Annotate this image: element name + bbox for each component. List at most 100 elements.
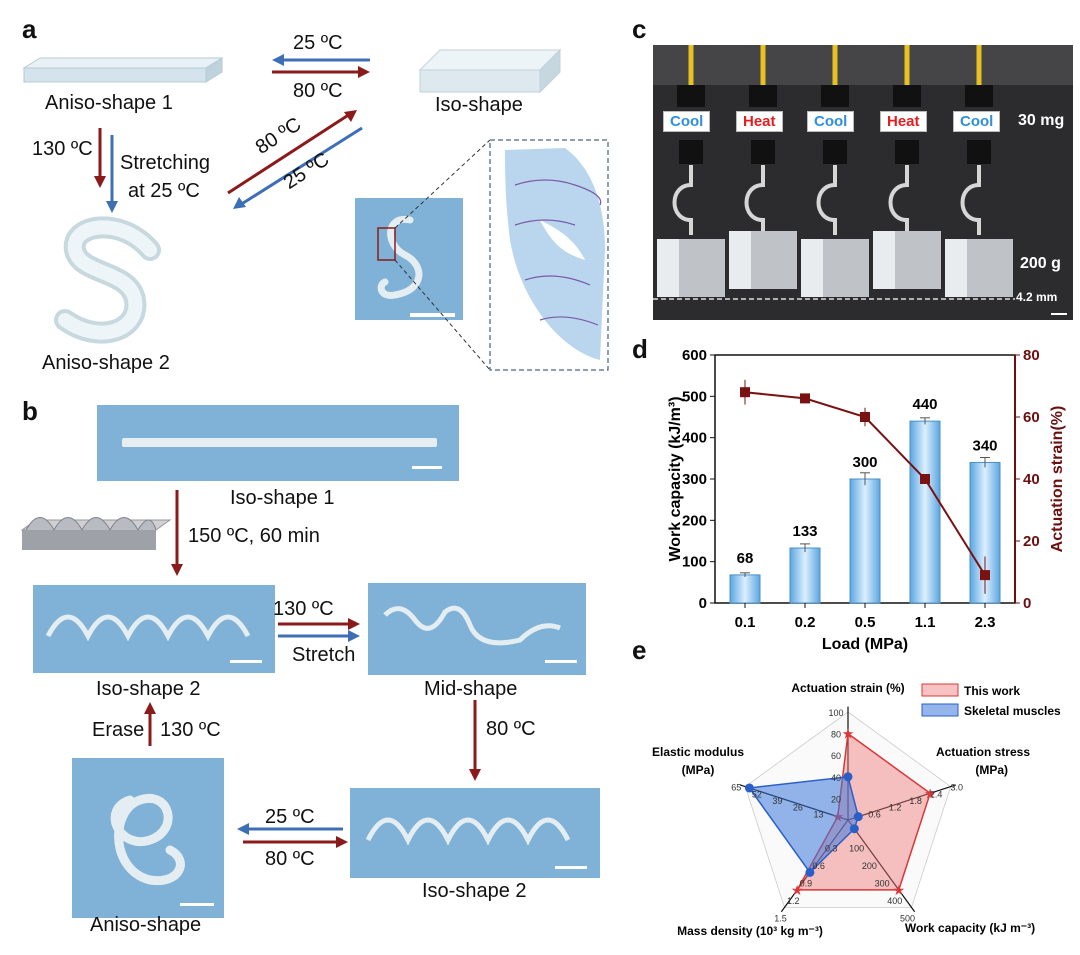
label-stretch: Stretch bbox=[292, 644, 356, 666]
weight-highlight bbox=[657, 239, 679, 297]
radar-axis-label: (MPa) bbox=[975, 763, 1008, 777]
radar-chart: ★★★★★100806040203.02.41.81.20.6500400300… bbox=[652, 681, 1061, 938]
radar-tick-label: 60 bbox=[831, 751, 841, 761]
radar-point bbox=[805, 867, 815, 877]
label-80c-c: 80 ºC bbox=[265, 848, 315, 870]
iso2-photo bbox=[33, 585, 275, 673]
strain-point bbox=[860, 412, 870, 422]
radar-point bbox=[843, 772, 853, 782]
x-axis-label: Load (MPa) bbox=[822, 636, 908, 653]
radar-point-star: ★ bbox=[893, 883, 906, 899]
radar-tick-label: 52 bbox=[752, 789, 762, 799]
binder-clip bbox=[895, 140, 919, 164]
x-tick-label: 2.3 bbox=[975, 614, 996, 631]
y-tick-label: 600 bbox=[682, 347, 707, 364]
panel-c-photo bbox=[653, 45, 1073, 320]
label-4-2mm: 4.2 mm bbox=[1016, 290, 1058, 304]
y2-tick-label: 60 bbox=[1023, 409, 1040, 426]
radar-point bbox=[849, 824, 859, 834]
radar-axis-label: (MPa) bbox=[682, 763, 715, 777]
label-aniso-shape-1: Aniso-shape 1 bbox=[45, 92, 173, 114]
strain-point bbox=[800, 393, 810, 404]
radar-tick-label: 80 bbox=[831, 730, 841, 740]
radar-axis-label: Elastic modulus bbox=[652, 745, 744, 759]
data-label: 133 bbox=[792, 523, 817, 540]
binder-clip bbox=[823, 140, 847, 164]
panel-b-drawing bbox=[20, 405, 600, 918]
radar-series bbox=[748, 775, 860, 874]
iso2b-photo bbox=[350, 788, 600, 878]
weight-highlight bbox=[945, 239, 967, 297]
radar-point-star: ★ bbox=[791, 883, 804, 899]
tag-cool-2: Cool bbox=[807, 111, 855, 132]
panel-a-drawing bbox=[22, 48, 609, 371]
radar-tick-label: 500 bbox=[900, 913, 915, 923]
label-200g: 200 g bbox=[1020, 255, 1061, 272]
radar-tick-label: 100 bbox=[849, 843, 864, 853]
x-tick-label: 1.1 bbox=[915, 614, 936, 631]
panel-label-e: e bbox=[632, 635, 647, 665]
radar-axis-label: Actuation stress bbox=[936, 745, 1030, 759]
y2-tick-label: 20 bbox=[1023, 533, 1040, 550]
binder-clip bbox=[679, 140, 703, 164]
radar-tick-label: 1.5 bbox=[774, 913, 787, 923]
radar-tick-label: 1.8 bbox=[909, 796, 922, 806]
binder-clip bbox=[749, 85, 777, 107]
radar-point bbox=[744, 783, 754, 793]
radar-tick-label: 65 bbox=[731, 783, 741, 793]
strain-point bbox=[920, 474, 930, 484]
binder-clip bbox=[893, 85, 921, 107]
binder-clip bbox=[751, 140, 775, 164]
label-erase-130c: 130 ºC bbox=[160, 719, 221, 741]
label-130c: 130 ºC bbox=[32, 138, 93, 160]
y2-axis-label: Actuation strain(%) bbox=[1049, 406, 1066, 553]
radar-tick-label: 400 bbox=[887, 896, 902, 906]
tag-cool-3: Cool bbox=[953, 111, 1001, 132]
hook bbox=[888, 165, 909, 235]
y-tick-label: 400 bbox=[682, 430, 707, 447]
strain-point bbox=[980, 570, 990, 581]
label-stretching: Stretching bbox=[120, 152, 211, 174]
bar bbox=[909, 420, 941, 604]
x-tick-label: 0.2 bbox=[795, 614, 816, 631]
data-label: 440 bbox=[912, 396, 937, 413]
radar-tick-label: 200 bbox=[862, 861, 877, 871]
x-tick-label: 0.5 bbox=[855, 614, 876, 631]
radar-tick-label: 0.3 bbox=[825, 843, 838, 853]
label-aniso-shape-2: Aniso-shape 2 bbox=[42, 352, 170, 374]
tag-cool-1: Cool bbox=[663, 111, 711, 132]
y-tick-label: 200 bbox=[682, 512, 707, 529]
label-aniso-shape: Aniso-shape bbox=[90, 914, 202, 936]
label-at-25c: at 25 ºC bbox=[128, 180, 200, 202]
hook bbox=[744, 165, 765, 235]
label-iso-shape-2: Iso-shape 2 bbox=[96, 678, 201, 700]
data-label: 68 bbox=[737, 550, 754, 567]
label-80c: 80 ºC bbox=[293, 80, 343, 102]
data-label: 300 bbox=[852, 454, 877, 471]
x-tick-label: 0.1 bbox=[735, 614, 756, 631]
binder-clip bbox=[821, 85, 849, 107]
label-iso-shape: Iso-shape bbox=[435, 94, 523, 116]
label-130c-b: 130 ºC bbox=[273, 598, 334, 620]
radar-axis-label: Work capacity (kJ m⁻³) bbox=[905, 921, 1035, 935]
binder-clip bbox=[677, 85, 705, 107]
y-tick-label: 300 bbox=[682, 471, 707, 488]
zoom-fiber-arc bbox=[505, 148, 605, 360]
mid-photo bbox=[368, 583, 586, 675]
binder-clip bbox=[967, 140, 991, 164]
radar-tick-label: 40 bbox=[831, 773, 841, 783]
hook bbox=[960, 165, 981, 235]
radar-axis-label: Actuation strain (%) bbox=[791, 681, 904, 695]
radar-tick-label: 1.2 bbox=[787, 896, 800, 906]
data-label: 340 bbox=[972, 437, 997, 454]
radar-tick-label: 3.0 bbox=[950, 783, 963, 793]
legend-label: This work bbox=[964, 684, 1020, 698]
bar bbox=[789, 547, 821, 604]
radar-tick-label: 0.6 bbox=[868, 809, 881, 819]
radar-tick-label: 26 bbox=[793, 803, 803, 813]
radar-axis-label: Mass density (10³ kg m⁻³) bbox=[677, 924, 823, 938]
label-25c: 25 ºC bbox=[293, 32, 343, 54]
y-tick-label: 500 bbox=[682, 388, 707, 405]
weight-highlight bbox=[729, 231, 751, 289]
label-30mg: 30 mg bbox=[1018, 112, 1065, 129]
